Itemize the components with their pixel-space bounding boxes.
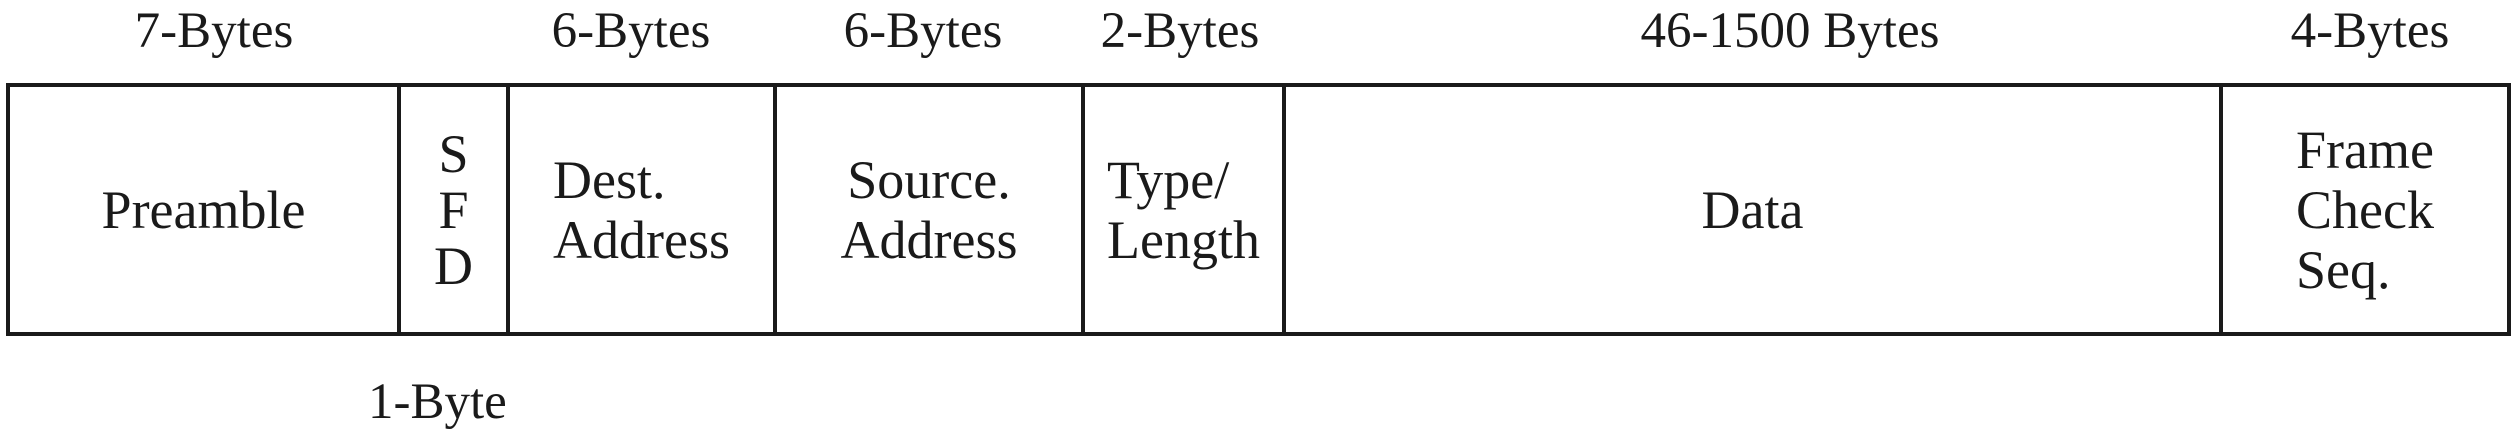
dest-address-line: Address [553, 209, 730, 270]
preamble-field-label: Preamble [101, 179, 306, 240]
dest-address-field: Dest. Address [510, 87, 777, 332]
sfd-field: S F D [401, 87, 510, 332]
sfd-letter: D [434, 235, 473, 296]
dest-address-label: Dest. Address [553, 150, 730, 270]
sfd-field-label: S F D [434, 126, 473, 294]
preamble-field: Preamble [10, 87, 401, 332]
fcs-line: Frame [2296, 119, 2434, 180]
fcs-field: Frame Check Seq. [2223, 87, 2507, 332]
source-address-label: Source. Address [841, 150, 1018, 270]
data-field: Data [1286, 87, 2223, 332]
dest-address-line: Dest. [553, 149, 666, 210]
source-address-field: Source. Address [777, 87, 1085, 332]
fcs-line: Check [2296, 179, 2434, 240]
sfd-size-label: 1-Byte [368, 374, 507, 430]
type-length-field: Type/ Length [1085, 87, 1286, 332]
data-field-label: Data [1701, 179, 1804, 240]
fcs-field-label: Frame Check Seq. [2296, 120, 2434, 300]
sfd-letter: S [438, 123, 469, 184]
ethernet-frame-diagram: Preamble S F D Dest. Address Source. Add… [6, 83, 2511, 336]
type-length-line: Length [1107, 209, 1260, 270]
source-address-line: Address [840, 209, 1018, 270]
fcs-line: Seq. [2296, 239, 2391, 300]
type-length-line: Type/ [1107, 149, 1230, 210]
sfd-letter: F [438, 179, 469, 240]
type-length-size-label: 2-Bytes [1100, 3, 1260, 59]
source-address-size-label: 6-Bytes [843, 3, 1003, 59]
preamble-size-label: 7-Bytes [134, 3, 294, 59]
type-length-label: Type/ Length [1107, 150, 1260, 270]
data-size-label: 46-1500 Bytes [1640, 3, 1940, 59]
fcs-size-label: 4-Bytes [2290, 3, 2450, 59]
dest-address-size-label: 6-Bytes [551, 3, 711, 59]
source-address-line: Source. [847, 149, 1011, 210]
